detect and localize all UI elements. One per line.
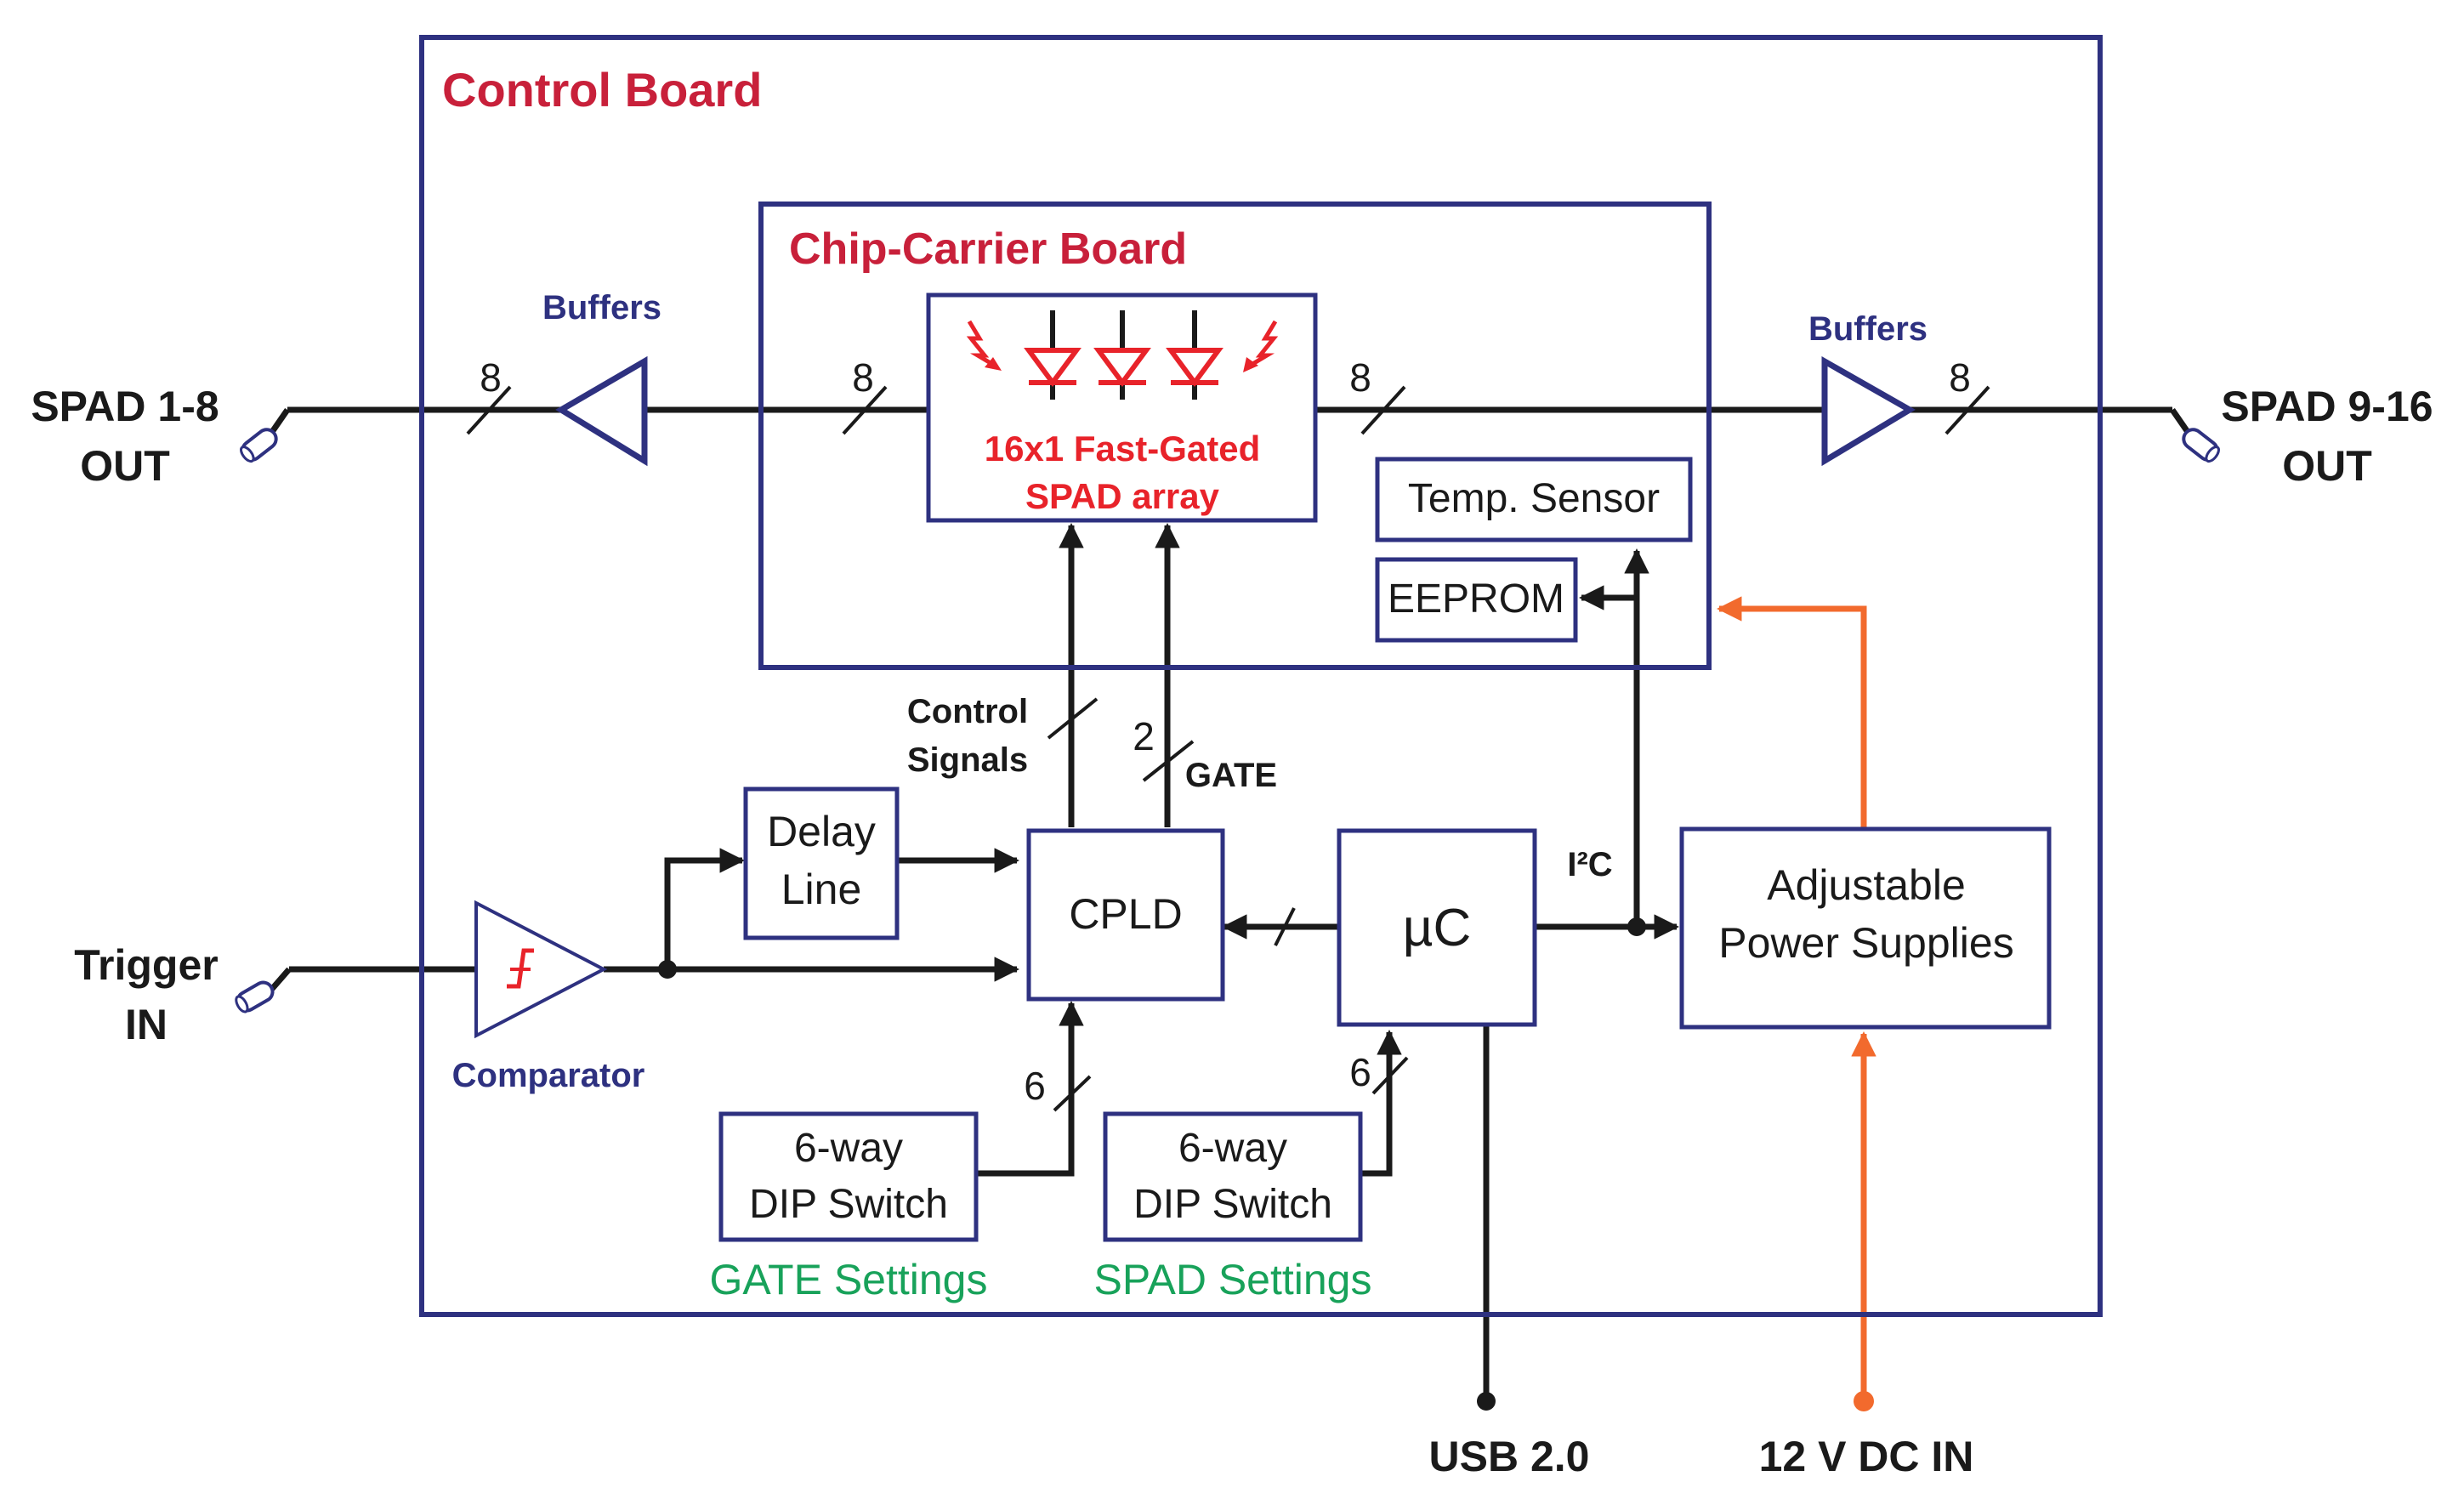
bus-width-chip-right: 8 <box>1349 355 1371 400</box>
spad-9-16-connector-lead <box>2170 408 2190 434</box>
dip-switch-spad-label-1: 6-way <box>1178 1126 1287 1171</box>
trigger-in-label-2: IN <box>125 1001 167 1048</box>
temp-sensor-label: Temp. Sensor <box>1408 476 1660 521</box>
gate-label: GATE <box>1185 757 1277 794</box>
spad-9-16-connector-icon <box>2182 428 2220 463</box>
bus-slash-out-left <box>466 385 512 435</box>
control-board-title: Control Board <box>442 63 762 116</box>
comparator-label: Comparator <box>452 1057 645 1094</box>
delay-line-block <box>743 786 900 940</box>
bus-slash-uc-cpld <box>1274 907 1296 946</box>
buffers-right-label: Buffers <box>1808 310 1927 348</box>
dip-switch-gate-label-2: DIP Switch <box>749 1182 948 1227</box>
junction-trigger <box>658 960 677 979</box>
spad-1-8-out-label-1: SPAD 1-8 <box>31 383 219 430</box>
spad-1-8-out-label-2: OUT <box>80 442 170 490</box>
cpld-label: CPLD <box>1069 890 1182 938</box>
bus-width-dip-spad: 6 <box>1349 1050 1371 1094</box>
spad-9-16-out-label-2: OUT <box>2282 442 2372 490</box>
bus-slash-control <box>1047 697 1099 740</box>
delay-line-label-2: Line <box>781 866 862 913</box>
dip-switch-gate-block <box>718 1111 979 1242</box>
dip-gate-to-cpld <box>976 1001 1084 1177</box>
spad-settings-label: SPAD Settings <box>1093 1256 1371 1303</box>
control-board <box>419 35 2103 1317</box>
cpld-block <box>1026 828 1225 1002</box>
right-buffer-icon <box>1821 355 1916 467</box>
comparator-icon <box>474 900 608 1039</box>
bus-slash-gate <box>1142 740 1195 782</box>
delay-line-label-1: Delay <box>767 808 876 855</box>
bus-width-chip-left: 8 <box>852 355 874 400</box>
usb-terminal <box>1477 1392 1496 1411</box>
bus-width-out-right: 8 <box>1949 355 1971 400</box>
spad-array-label-2: SPAD array <box>1025 476 1220 516</box>
control-signals-label-2: Signals <box>907 741 1028 779</box>
bus-slash-out-right <box>1945 385 1990 435</box>
dip-switch-spad-label-2: DIP Switch <box>1133 1182 1332 1227</box>
dip-switch-gate-label-1: 6-way <box>794 1126 903 1171</box>
photon-right-icon <box>1243 320 1279 372</box>
bus-slash-dip-gate <box>1053 1075 1092 1112</box>
bus-slash-chip-left <box>842 385 888 435</box>
control-signals-label-1: Control <box>907 693 1028 730</box>
bus-width-dip-gate: 6 <box>1024 1064 1046 1108</box>
comparator-to-delay <box>664 848 745 969</box>
dip-switch-spad-block <box>1103 1111 1363 1242</box>
power-supplies-label-1: Adjustable <box>1767 861 1966 909</box>
schmitt-trigger-icon <box>507 948 534 989</box>
spad-1-8-connector-icon <box>240 428 278 463</box>
dc-in-terminal <box>1854 1391 1874 1411</box>
i2c-label: I²C <box>1567 846 1612 883</box>
chip-carrier-board-title: Chip-Carrier Board <box>789 224 1187 274</box>
spad-diodes-icon <box>1024 310 1223 400</box>
bus-slash-chip-right <box>1360 385 1406 435</box>
left-buffer-icon <box>555 355 648 467</box>
trigger-in-label-1: Trigger <box>74 941 218 989</box>
microcontroller-block <box>1337 828 1537 1027</box>
dip-spad-to-uc <box>1360 1030 1402 1177</box>
trigger-connector-icon <box>235 980 275 1014</box>
eeprom-label: EEPROM <box>1388 576 1564 622</box>
trigger-in-wire <box>270 967 292 991</box>
spad-9-16-out-label-1: SPAD 9-16 <box>2221 383 2433 430</box>
power-supplies-label-2: Power Supplies <box>1718 919 2013 967</box>
junction-i2c <box>1627 917 1646 936</box>
dc-in-label: 12 V DC IN <box>1759 1433 1974 1480</box>
power-to-chip-carrier <box>1717 596 1867 827</box>
gate-settings-label: GATE Settings <box>710 1256 988 1303</box>
microcontroller-label: µC <box>1403 899 1472 957</box>
spad-array-block <box>926 292 1318 523</box>
buffers-left-label: Buffers <box>542 289 661 326</box>
bus-width-gate: 2 <box>1133 714 1155 758</box>
photon-left-icon <box>966 320 1002 371</box>
spad-array-label-1: 16x1 Fast-Gated <box>985 429 1260 468</box>
temp-sensor-block <box>1375 457 1693 542</box>
bus-slash-dip-spad <box>1371 1056 1409 1095</box>
chip-carrier-board <box>758 202 1712 670</box>
bus-width-out-left: 8 <box>480 355 502 400</box>
eeprom-block <box>1375 557 1578 643</box>
spad-1-8-connector-lead <box>270 408 290 434</box>
usb-label: USB 2.0 <box>1429 1433 1590 1480</box>
power-supplies-block <box>1679 826 2052 1030</box>
